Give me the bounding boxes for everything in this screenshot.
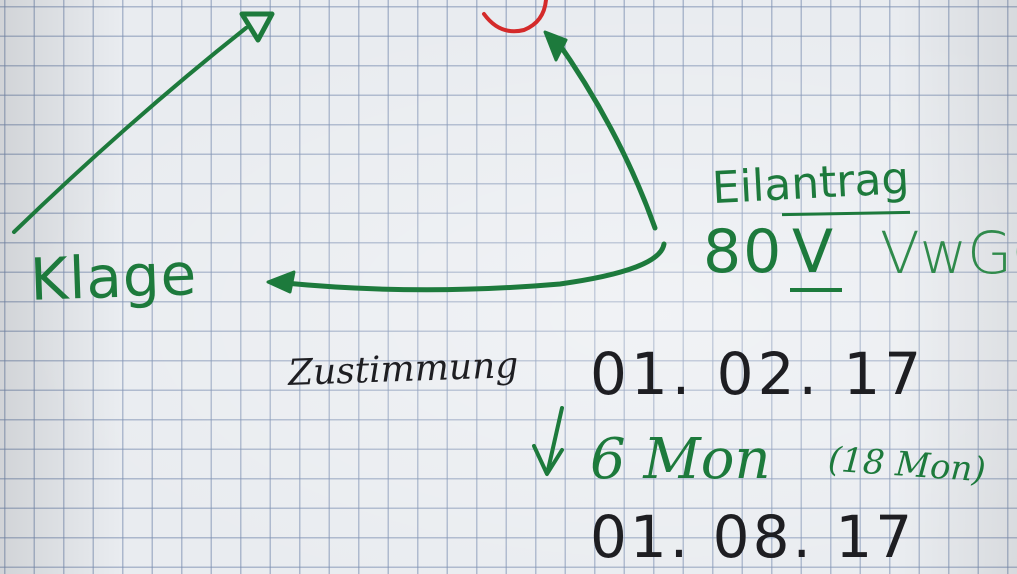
arrow-to-klage: [282, 241, 667, 293]
note-paragraph-section: V: [792, 217, 834, 287]
note-klage: Klage: [28, 240, 199, 314]
note-date-end: 01. 08. 17: [590, 503, 916, 571]
klage-diagonal-line: [12, 26, 248, 234]
note-date-start: 01. 02. 17: [590, 340, 926, 408]
note-paragraph-law: VwGO: [880, 219, 1017, 287]
arrow-eilantrag-up-head: [543, 30, 568, 62]
triangle-arrowhead-top-left: [239, 11, 275, 43]
down-arrow-stem: [546, 406, 564, 472]
red-circle-fragment: [482, 0, 548, 34]
note-zustimmung: Zustimmung: [287, 344, 519, 395]
note-duration: 6 Mon: [590, 427, 771, 492]
section-underline: [790, 288, 842, 292]
arrow-to-klage-head: [266, 270, 296, 294]
down-arrow-head: [532, 444, 564, 476]
note-eilantrag: Eilantrag: [710, 152, 911, 215]
note-paragraph-number: 80: [703, 217, 784, 287]
note-duration-note: (18 Mon): [826, 439, 987, 491]
arrow-eilantrag-up: [552, 35, 658, 231]
